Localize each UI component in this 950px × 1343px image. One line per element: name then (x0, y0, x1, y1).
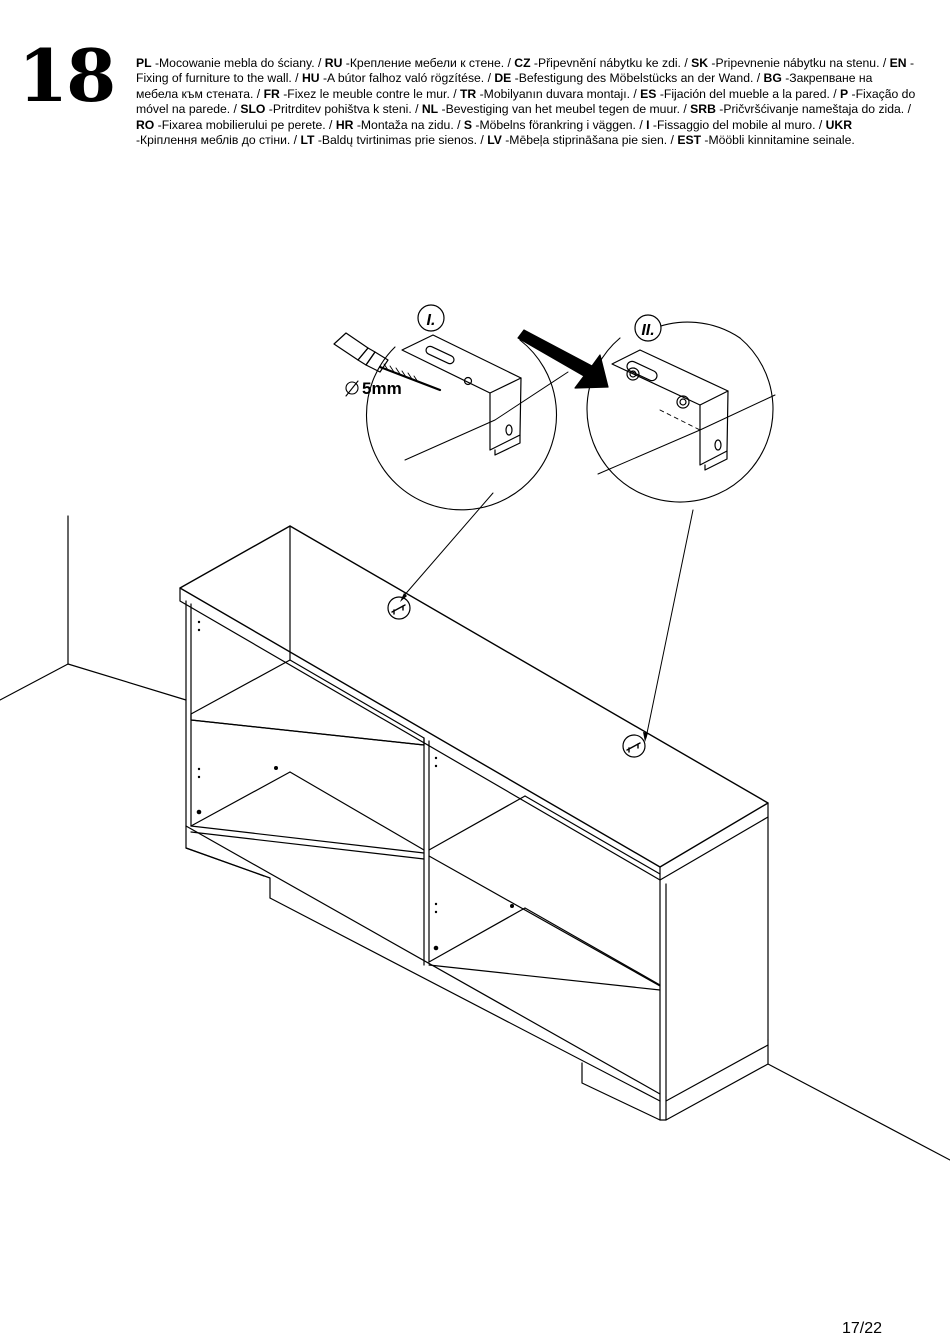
language-code-cz: CZ (514, 56, 531, 70)
instruction-text-sk: -Pripevnenie nábytku na stenu. / (708, 56, 890, 70)
arrow-right-icon (517, 329, 609, 389)
room-walls (0, 515, 950, 1161)
instruction-text-lv: -Mēbeļa stiprināšana pie sien. / (501, 133, 678, 148)
instruction-text-fr: -Fixez le meuble contre le mur. / (279, 86, 460, 101)
instruction-text-i: -Fissaggio del mobile al muro. / (649, 117, 826, 132)
bracket-marker-right (622, 734, 646, 758)
instruction-text-est: -Mööbli kinnitamine seinale. (701, 133, 855, 148)
instruction-text-srb: -Pričvršćivanje nameštaja do zida. / (715, 102, 911, 117)
language-code-pl: PL (136, 56, 152, 70)
language-code-est: EST (677, 133, 702, 148)
instruction-text-hr: -Montaža na zidu. / (353, 117, 464, 132)
language-code-de: DE (494, 71, 512, 86)
instruction-text-hu: -A bútor falhoz való rögzítése. / (319, 71, 495, 86)
instruction-text-p: -Fixação do móvel na parede. / (136, 86, 916, 117)
language-code-ro: RO (136, 117, 155, 132)
language-code-ru: RU (324, 56, 343, 70)
language-code-nl: NL (421, 102, 439, 117)
language-code-ukr: UKR (825, 117, 853, 132)
instruction-text-pl: -Mocowanie mebla do ściany. / (151, 56, 325, 70)
instruction-text-es: -Fijación del mueble a la pared. / (656, 86, 841, 101)
language-code-en: EN (889, 56, 907, 70)
language-code-p: P (840, 86, 849, 101)
detail-one-label: I. (427, 312, 436, 329)
instruction-text-lt: -Baldų tvirtinimas prie sienos. / (314, 133, 488, 148)
page-number: 17/22 (841, 1320, 882, 1337)
sideboard-cabinet (179, 525, 769, 1121)
instruction-text-en: -Fixing of furniture to the wall. / (136, 56, 915, 86)
language-code-slo: SLO (240, 102, 266, 117)
instruction-text-bg: -Закрепване на мебела към стената. / (136, 71, 873, 101)
language-code-i: I (646, 117, 650, 132)
bracket-marker-left (387, 596, 411, 620)
instruction-text-nl: -Bevestiging van het meubel tegen de muu… (438, 102, 691, 117)
detail-two-label: II. (641, 322, 654, 339)
language-code-lv: LV (487, 133, 502, 148)
instruction-text-ro: -Fixarea mobilierului pe perete. / (154, 117, 336, 132)
language-code-fr: FR (263, 86, 280, 101)
instruction-text-s: -Möbelns förankring i väggen. / (472, 117, 647, 132)
language-code-hr: HR (335, 117, 354, 132)
detail-two-magnifier (586, 314, 776, 503)
language-code-lt: LT (300, 133, 315, 148)
language-code-srb: SRB (690, 102, 716, 117)
language-code-tr: TR (459, 86, 477, 101)
step-number: 18 (18, 33, 116, 118)
drill-size-label: 5mm (362, 379, 402, 398)
multilingual-instructions: PL -Mocowanie mebla do ściany. / RU -Кре… (136, 56, 916, 148)
language-code-bg: BG (763, 71, 782, 86)
instruction-text-ukr: -Кріплення меблів до стіни. / (136, 133, 301, 148)
instruction-text-slo: -Pritrditev pohištva k steni. / (265, 102, 422, 117)
instruction-text-de: -Befestigung des Möbelstücks an der Wand… (511, 71, 764, 86)
drill-icon (333, 332, 442, 392)
language-code-hu: HU (301, 71, 320, 86)
language-code-sk: SK (691, 56, 709, 70)
left-upper-shelf (190, 659, 425, 746)
language-code-es: ES (640, 86, 657, 101)
detail-one-magnifier (333, 304, 569, 511)
language-code-s: S (463, 117, 472, 132)
instruction-text-cz: -Připevnění nábytku ke zdi. / (530, 56, 692, 70)
instruction-text-ru: -Крепление мебели к стене. / (342, 56, 515, 70)
cabinet-top (179, 525, 769, 868)
instruction-text-tr: -Mobilyanın duvara montajı. / (476, 86, 641, 101)
